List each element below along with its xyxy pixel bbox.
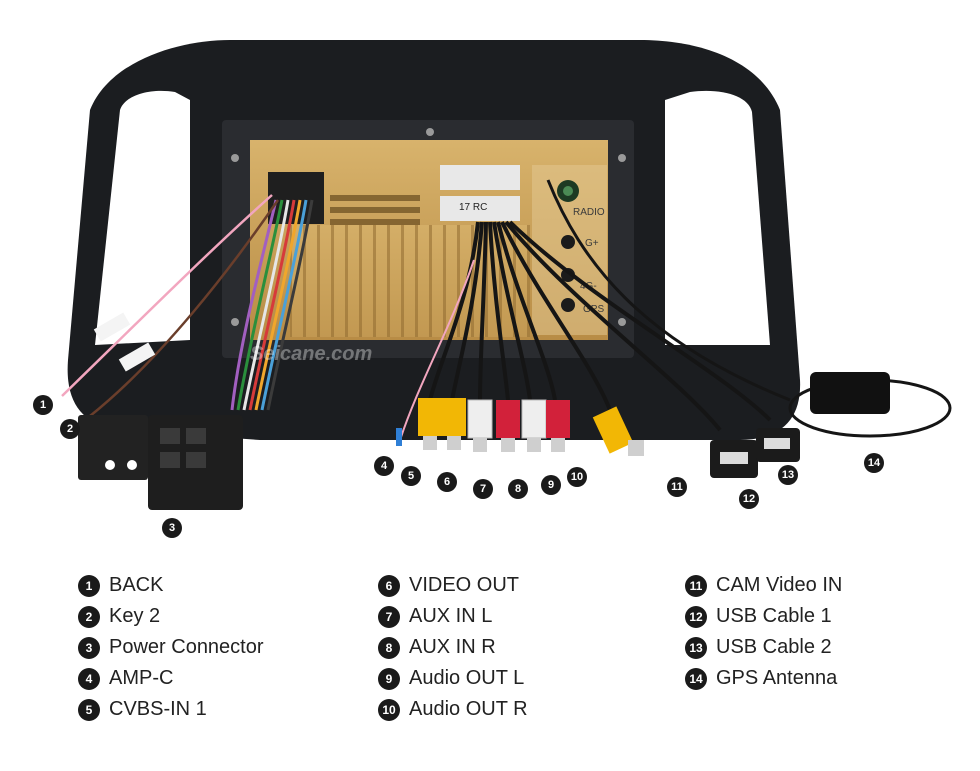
rca-plug-cam-in xyxy=(592,406,644,456)
back-wire-tag xyxy=(93,312,131,342)
legend-item: 9 Audio OUT L xyxy=(378,663,528,694)
legend-number: 3 xyxy=(78,636,100,659)
callout-13: 13 xyxy=(778,465,798,485)
legend-label: Key 2 xyxy=(109,605,161,627)
legend-number: 6 xyxy=(378,574,400,597)
callout-8: 8 xyxy=(508,479,528,499)
harness-clip xyxy=(78,415,148,480)
legend-label: AUX IN L xyxy=(409,605,493,627)
rca-plug-video-out xyxy=(418,398,442,450)
legend-label: CAM Video IN xyxy=(716,574,843,596)
callout-6: 6 xyxy=(437,472,457,492)
gps-connector xyxy=(561,298,575,312)
legend-label: CVBS-IN 1 xyxy=(109,698,207,720)
key2-wire-tag xyxy=(118,342,156,372)
watermark: Seicane.com xyxy=(250,343,372,365)
legend-number: 14 xyxy=(685,667,707,690)
legend-item: 6 VIDEO OUT xyxy=(378,570,528,601)
legend-item: 1 BACK xyxy=(78,570,264,601)
mounting-screws xyxy=(231,128,626,326)
legend-number: 9 xyxy=(378,667,400,690)
legend-number: 1 xyxy=(78,574,100,597)
amp-c-wire xyxy=(399,259,475,441)
legend-label: GPS Antenna xyxy=(716,667,838,689)
legend-item: 10 Audio OUT R xyxy=(378,694,528,725)
callout-9: 9 xyxy=(541,475,561,495)
callout-10: 10 xyxy=(567,467,587,487)
legend-item: 3 Power Connector xyxy=(78,632,264,663)
legend-label: AUX IN R xyxy=(409,636,496,658)
harness-wires xyxy=(230,199,314,411)
legend-number: 12 xyxy=(685,605,707,628)
frame-left-opening xyxy=(95,90,190,345)
top-plug-white xyxy=(440,165,520,190)
vent-slots xyxy=(330,195,420,225)
legend-item: 13 USB Cable 2 xyxy=(685,632,842,663)
legend-item: 11 CAM Video IN xyxy=(685,570,842,601)
legend-label: USB Cable 2 xyxy=(716,636,832,658)
legend-item: 5 CVBS-IN 1 xyxy=(78,694,264,725)
rca-cable-bundle xyxy=(428,220,772,432)
frame-right-opening xyxy=(665,90,770,345)
legend-item: 4 AMP-C xyxy=(78,663,264,694)
g-plus-connector xyxy=(561,235,575,249)
radio-port-label: RADIO xyxy=(573,207,605,218)
gps-antenna-module xyxy=(810,372,890,414)
callout-14: 14 xyxy=(864,453,884,473)
amp-c-tip xyxy=(396,428,402,446)
legend-item: 8 AUX IN R xyxy=(378,632,528,663)
legend-label: Audio OUT L xyxy=(409,667,525,689)
legend-column-1: 1 BACK 2 Key 2 3 Power Connector 4 AMP-C 5 CV… xyxy=(78,570,264,725)
callout-12: 12 xyxy=(739,489,759,509)
back-wire xyxy=(61,194,273,397)
legend-column-3: 11 CAM Video IN 12 USB Cable 1 13 USB Cable… xyxy=(685,570,842,694)
legend-label: VIDEO OUT xyxy=(409,574,520,596)
legend-number: 7 xyxy=(378,605,400,628)
legend-item: 2 Key 2 xyxy=(78,601,264,632)
legend-item: 12 USB Cable 1 xyxy=(685,601,842,632)
rca-plug-audio-r xyxy=(546,400,570,452)
g-plus-port-label: G+ xyxy=(585,238,599,249)
rca-plug-aux-r xyxy=(496,400,520,452)
legend-number: 13 xyxy=(685,636,707,659)
legend-label: Power Connector xyxy=(109,636,264,658)
legend-number: 8 xyxy=(378,636,400,659)
g4-connector xyxy=(561,268,575,282)
callout-2: 2 xyxy=(60,419,80,439)
rca-plug-audio-l xyxy=(521,399,547,452)
legend-label: BACK xyxy=(109,574,164,596)
callout-1: 1 xyxy=(33,395,53,415)
rca-plug-cvbs-in xyxy=(442,398,466,450)
legend-number: 4 xyxy=(78,667,100,690)
legend-number: 5 xyxy=(78,698,100,721)
rca-plug-aux-l xyxy=(467,399,493,452)
callout-5: 5 xyxy=(401,466,421,486)
legend-number: 11 xyxy=(685,574,707,597)
key2-wire xyxy=(89,199,280,417)
legend-label: Audio OUT R xyxy=(409,698,528,720)
legend-item: 14 GPS Antenna xyxy=(685,663,842,694)
legend-number: 10 xyxy=(378,698,400,721)
callout-7: 7 xyxy=(473,479,493,499)
legend-item: 7 AUX IN L xyxy=(378,601,528,632)
bottom-plug-white xyxy=(440,196,520,221)
callout-11: 11 xyxy=(667,477,687,497)
cable-tag-label: 17 RC xyxy=(459,202,487,213)
head-unit-photo: RADIO G+ 4G- GPS 17 RC xyxy=(61,40,952,510)
callout-3: 3 xyxy=(162,518,182,538)
legend-number: 2 xyxy=(78,605,100,628)
callout-4: 4 xyxy=(374,456,394,476)
legend-label: AMP-C xyxy=(109,667,174,689)
legend-label: USB Cable 1 xyxy=(716,605,832,627)
